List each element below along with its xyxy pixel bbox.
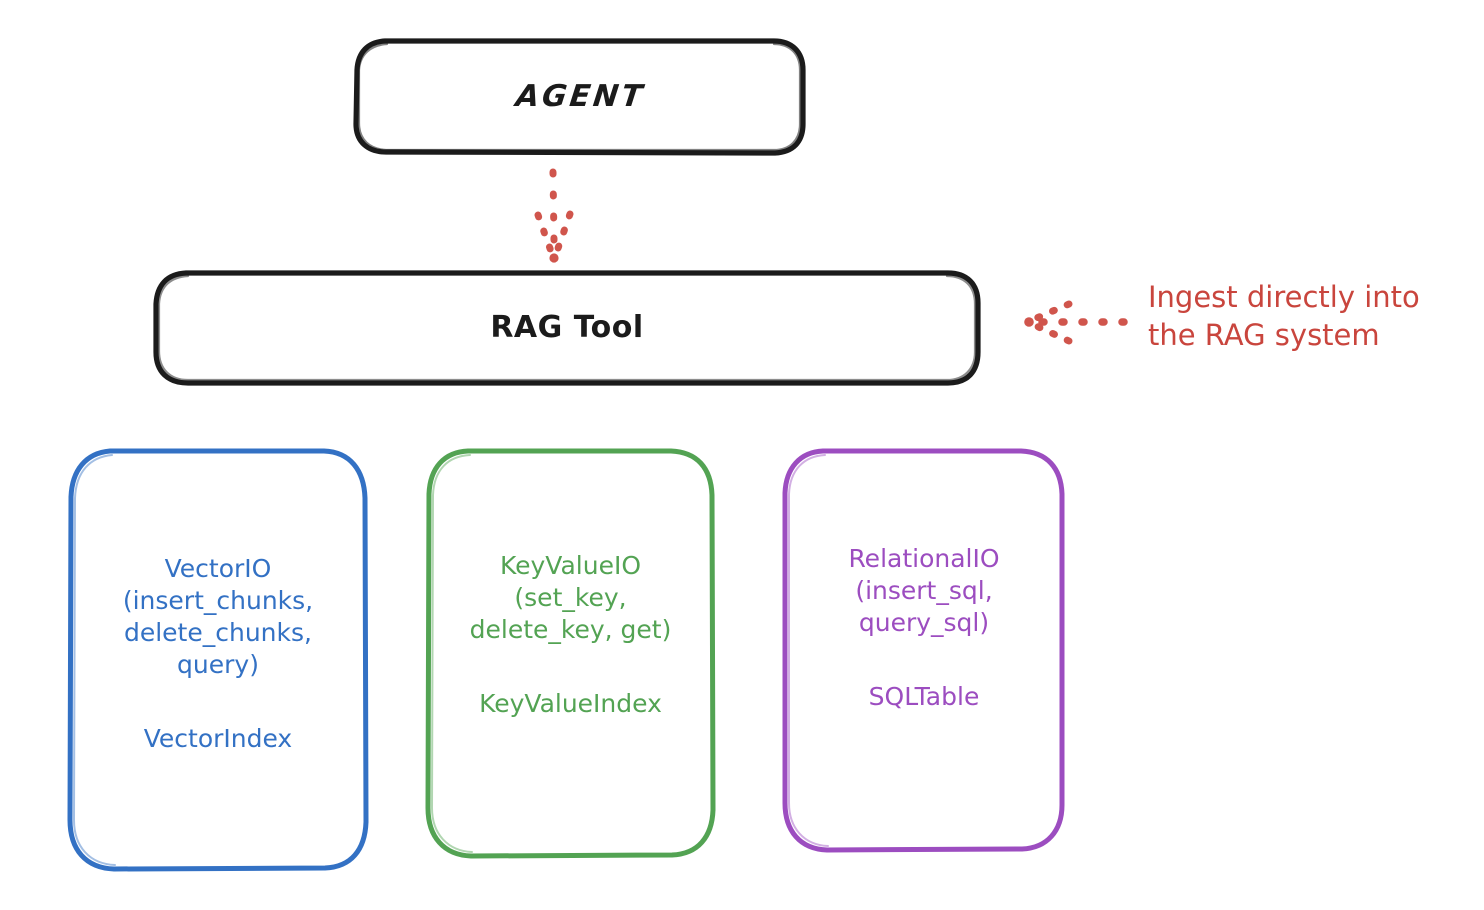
ingest-annotation-text: Ingest directly into the RAG system [1148, 280, 1420, 353]
key-value-io-node[interactable]: KeyValueIO (set_key, delete_key, get) Ke… [428, 450, 713, 856]
relational-io-signature: RelationalIO (insert_sql, query_sql) [848, 544, 1000, 637]
relational-io-node[interactable]: RelationalIO (insert_sql, query_sql) SQL… [785, 450, 1063, 850]
key-value-io-box-outline [425, 448, 716, 859]
ingest-arrow-connector [1024, 300, 1128, 345]
rag-tool-box-outline [153, 270, 981, 386]
relational-io-index-label: SQLTable [868, 682, 980, 711]
agent-node[interactable]: AGENT [357, 40, 803, 153]
agent-box-outline [353, 38, 806, 156]
key-value-io-signature: KeyValueIO (set_key, delete_key, get) [469, 551, 672, 644]
vector-io-text-block: VectorIO (insert_chunks, delete_chunks, … [123, 553, 313, 755]
key-value-io-index-label: KeyValueIndex [479, 689, 662, 718]
agent-label: AGENT [513, 79, 647, 114]
rag-tool-label: RAG Tool [490, 310, 644, 345]
vector-io-index-label: VectorIndex [143, 724, 293, 753]
agent-to-rag-connector [534, 168, 574, 263]
vector-io-box-outline [67, 448, 369, 872]
relational-io-box-outline [782, 448, 1065, 853]
rag-tool-node[interactable]: RAG Tool [156, 272, 978, 383]
relational-io-text-block: RelationalIO (insert_sql, query_sql) SQL… [848, 543, 999, 713]
key-value-io-text-block: KeyValueIO (set_key, delete_key, get) Ke… [470, 550, 672, 720]
vector-io-node[interactable]: VectorIO (insert_chunks, delete_chunks, … [70, 450, 366, 870]
vector-io-signature: VectorIO (insert_chunks, delete_chunks, … [122, 554, 314, 679]
